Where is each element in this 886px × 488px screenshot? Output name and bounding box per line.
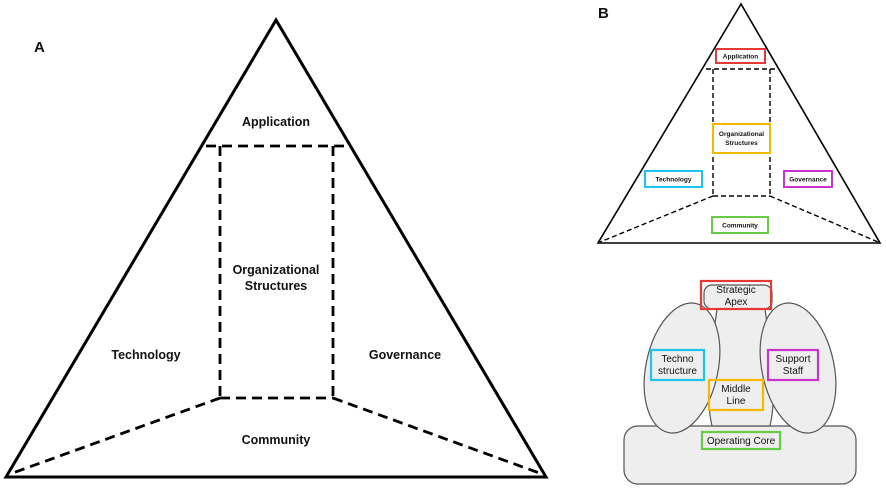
strategic-apex-label-line1: Strategic [716,285,755,296]
panel-b-org-label-line2: Structures [725,140,758,147]
strategic-apex-box [699,279,773,311]
panel-a-letter: A [34,39,45,56]
panel-b-dash-right-diag [769,195,879,243]
panel-a-application-label: Application [242,115,310,129]
panel-b-governance-box [783,170,833,188]
panel-a-community-label: Community [242,433,311,447]
middle-line-label-line1: Middle [721,384,751,395]
support-staff-shape [759,302,837,434]
panel-a: A Application Organizational Structures … [3,17,549,479]
panel-b-technology-box [644,170,703,188]
panel-b-triangle [596,2,882,244]
technostructure-label-line1: Techno [661,354,694,365]
panel-b-dash-left-diag [599,195,714,243]
panel-a-dash-left-diag [9,396,221,476]
panel-b: B Application Organizational Structures … [596,2,882,244]
technostructure-shape [643,302,721,434]
panel-a-governance-label: Governance [369,348,441,362]
panel-a-org-label-line1: Organizational [233,263,320,277]
panel-b-letter: B [598,5,609,22]
operating-core-shape [623,425,857,485]
panel-b-governance-label: Governance [789,177,827,184]
panel-b-org-box [712,123,771,154]
panel-b-community-label: Community [722,223,758,230]
middle-line-label-line2: Line [727,396,746,407]
panel-b-application-label: Application [723,54,758,61]
technostructure-label-line2: structure [658,366,697,377]
strategic-apex-label-line2: Apex [725,297,748,308]
panel-b-org-label-line1: Organizational [719,131,764,138]
panel-b-application-box [715,48,766,64]
panel-b-technology-label: Technology [656,177,692,184]
panel-a-dash-right-diag [332,396,543,476]
support-staff-label-line2: Staff [783,366,804,377]
panel-b-community-box [711,216,769,234]
panel-a-dashed-structure [9,144,543,476]
middle-line-box [707,378,765,412]
technostructure-box [649,348,706,382]
support-staff-box [766,348,820,382]
operating-core-box [700,430,782,451]
panel-b-dashed-structure [599,68,879,243]
panel-a-triangle [3,17,549,479]
panel-a-technology-label: Technology [111,348,180,362]
panel-a-org-label-line2: Structures [245,279,308,293]
operating-core-label: Operating Core [707,436,776,447]
mintzberg-diagram: Strategic Apex Techno structure Support … [623,279,857,485]
support-staff-label-line1: Support [775,354,810,365]
